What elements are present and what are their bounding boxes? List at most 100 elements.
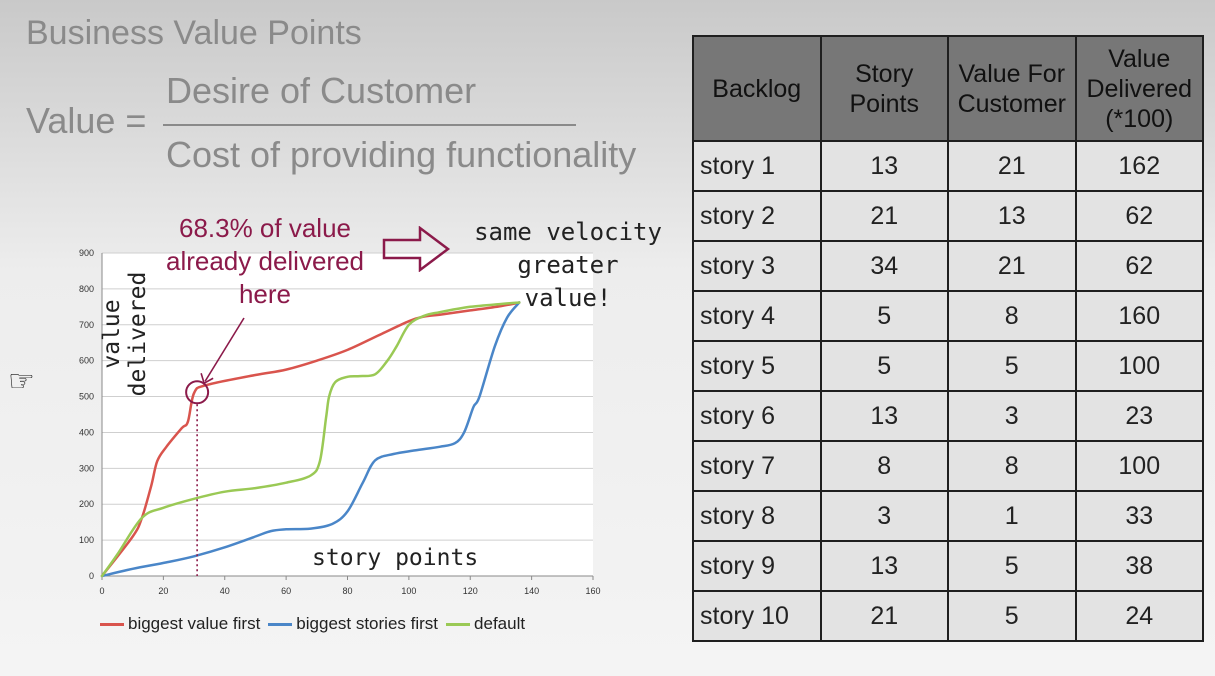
cell-value-delivered: 100 bbox=[1074, 440, 1204, 492]
table-row: story 2 21 13 62 bbox=[692, 190, 1204, 242]
cell-value-for-customer: 8 bbox=[947, 290, 1077, 342]
y-tick-label: 300 bbox=[79, 463, 94, 473]
x-tick-label: 20 bbox=[158, 586, 168, 596]
cell-story: story 1 bbox=[692, 140, 822, 192]
formula-fraction-bar bbox=[163, 124, 576, 126]
delivered-annotation-line-3: here bbox=[238, 279, 292, 309]
cell-value-for-customer: 1 bbox=[947, 490, 1077, 542]
x-tick-label: 40 bbox=[220, 586, 230, 596]
header-value-delivered: Value Delivered (*100) bbox=[1074, 35, 1204, 142]
formula-denominator: Cost of providing functionality bbox=[166, 134, 637, 175]
table-row: story 4 5 8 160 bbox=[692, 290, 1204, 342]
delivered-annotation: 68.3% of value already delivered here bbox=[140, 212, 390, 311]
chart-grid bbox=[102, 252, 593, 577]
cell-value-for-customer: 5 bbox=[947, 540, 1077, 592]
cell-value-delivered: 24 bbox=[1074, 590, 1204, 642]
header-story-points: Story Points bbox=[819, 35, 949, 142]
x-tick-label: 120 bbox=[463, 586, 478, 596]
cell-story-points: 21 bbox=[819, 590, 949, 642]
table-row: story 3 34 21 62 bbox=[692, 240, 1204, 292]
cell-story-points: 13 bbox=[819, 540, 949, 592]
y-tick-label: 100 bbox=[79, 535, 94, 545]
table-row: story 6 13 3 23 bbox=[692, 390, 1204, 442]
cell-story: story 10 bbox=[692, 590, 822, 642]
legend-label: biggest stories first bbox=[296, 614, 439, 633]
cell-story: story 2 bbox=[692, 190, 822, 242]
header-backlog: Backlog bbox=[692, 35, 822, 142]
legend-swatch bbox=[100, 622, 124, 626]
cell-story: story 3 bbox=[692, 240, 822, 292]
slide-title: Business Value Points bbox=[26, 14, 362, 52]
pointer-arrow-head bbox=[200, 373, 214, 385]
x-axis-label: story points bbox=[312, 545, 479, 571]
table-row: story 7 8 8 100 bbox=[692, 440, 1204, 492]
legend-label: default bbox=[474, 614, 526, 633]
cell-value-delivered: 23 bbox=[1074, 390, 1204, 442]
cell-value-delivered: 162 bbox=[1074, 140, 1204, 192]
cell-story-points: 3 bbox=[819, 490, 949, 542]
x-tick-label: 140 bbox=[524, 586, 539, 596]
y-tick-label: 700 bbox=[79, 320, 94, 330]
delivered-annotation-line-2: already delivered bbox=[165, 246, 364, 276]
velocity-note-line-2: greater value! bbox=[517, 251, 619, 312]
cell-story-points: 13 bbox=[819, 390, 949, 442]
plot-area bbox=[102, 253, 593, 576]
y-tick-label: 600 bbox=[79, 356, 94, 366]
series-line-biggest-stories-first bbox=[100, 301, 521, 578]
cell-story-points: 5 bbox=[819, 340, 949, 392]
pointer-arrow-line bbox=[204, 317, 245, 382]
header-value-for-customer: Value For Customer bbox=[947, 35, 1077, 142]
table-row: story 8 3 1 33 bbox=[692, 490, 1204, 542]
x-tick-label: 0 bbox=[99, 586, 104, 596]
cell-value-delivered: 100 bbox=[1074, 340, 1204, 392]
cell-story-points: 13 bbox=[819, 140, 949, 192]
pointing-hand-icon: ☞ bbox=[8, 365, 35, 398]
x-tick-label: 80 bbox=[342, 586, 352, 596]
formula-numerator: Desire of Customer bbox=[166, 70, 477, 111]
chart-annotations bbox=[185, 317, 245, 576]
cell-value-for-customer: 21 bbox=[947, 240, 1077, 292]
cell-value-delivered: 62 bbox=[1074, 240, 1204, 292]
cell-story: story 7 bbox=[692, 440, 822, 492]
table-row: story 5 5 5 100 bbox=[692, 340, 1204, 392]
right-arrow-icon bbox=[382, 226, 451, 272]
chart-legend: biggest value first biggest stories firs… bbox=[100, 614, 533, 634]
x-tick-label: 160 bbox=[585, 586, 600, 596]
formula-value-label: Value = bbox=[26, 100, 147, 141]
table-row: story 10 21 5 24 bbox=[692, 590, 1204, 642]
cell-value-for-customer: 21 bbox=[947, 140, 1077, 192]
table-row: story 1 13 21 162 bbox=[692, 140, 1204, 192]
cell-story: story 8 bbox=[692, 490, 822, 542]
x-tick-label: 100 bbox=[401, 586, 416, 596]
y-tick-label: 0 bbox=[89, 571, 94, 581]
legend-swatch bbox=[446, 622, 471, 626]
y-tick-label: 200 bbox=[79, 499, 94, 509]
cell-story: story 5 bbox=[692, 340, 822, 392]
y-tick-label: 800 bbox=[79, 284, 94, 294]
cell-story-points: 34 bbox=[819, 240, 949, 292]
cell-story-points: 8 bbox=[819, 440, 949, 492]
cell-value-delivered: 33 bbox=[1074, 490, 1204, 542]
cell-value-delivered: 38 bbox=[1074, 540, 1204, 592]
legend-item-default: default bbox=[446, 614, 525, 634]
cell-value-for-customer: 8 bbox=[947, 440, 1077, 492]
cell-value-for-customer: 3 bbox=[947, 390, 1077, 442]
cell-story-points: 5 bbox=[819, 290, 949, 342]
y-axis-label: value delivered bbox=[99, 271, 151, 397]
legend-label: biggest value first bbox=[128, 614, 261, 633]
y-tick-label: 400 bbox=[79, 427, 94, 437]
backlog-table: Backlog Story Points Value For Customer … bbox=[692, 35, 1204, 642]
y-tick-label: 500 bbox=[79, 392, 94, 402]
y-tick-label: 900 bbox=[79, 248, 94, 258]
cell-value-for-customer: 5 bbox=[947, 340, 1077, 392]
cell-value-for-customer: 5 bbox=[947, 590, 1077, 642]
legend-swatch bbox=[268, 622, 293, 626]
series-line-default bbox=[100, 301, 521, 578]
velocity-note-line-1: same velocity bbox=[474, 218, 662, 246]
delivered-annotation-line-1: 68.3% of value bbox=[178, 213, 351, 243]
chart-series bbox=[100, 301, 521, 578]
velocity-note: same velocity greater value! bbox=[468, 216, 668, 315]
cell-value-for-customer: 13 bbox=[947, 190, 1077, 242]
